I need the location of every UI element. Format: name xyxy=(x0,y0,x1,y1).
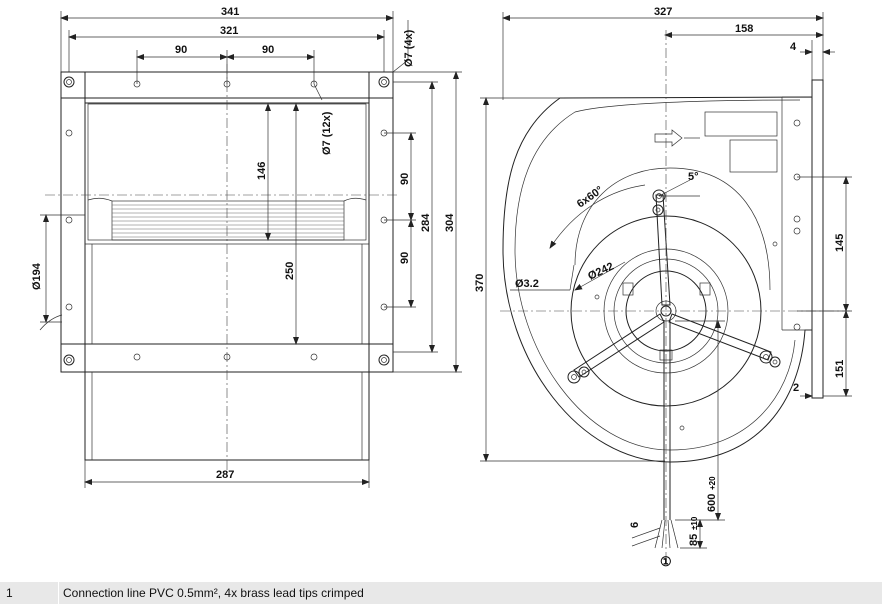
dim-flange-width: 321 xyxy=(220,25,238,37)
legend-row: 1 Connection line PVC 0.5mm², 4x brass l… xyxy=(0,582,882,604)
dim-spacing-right: 90 xyxy=(262,44,274,56)
dim-side-90-bottom: 90 xyxy=(399,252,411,264)
technical-drawing: 341 321 90 90 xyxy=(31,6,852,569)
legend-separator xyxy=(58,582,59,604)
dim-height-284: 284 xyxy=(420,213,432,232)
mount-holes xyxy=(63,76,390,366)
dim-height-250: 250 xyxy=(284,262,296,280)
callout-1: ① xyxy=(660,554,672,569)
legend-text: Connection line PVC 0.5mm², 4x brass lea… xyxy=(63,586,364,600)
dim-bottom-width: 287 xyxy=(216,469,234,481)
dim-lead-85-tol: ±10 xyxy=(690,516,699,530)
dim-corner-holes: Ø7 (4x) xyxy=(403,29,415,67)
dim-lead-6: 6 xyxy=(629,522,641,528)
dim-side-90-top: 90 xyxy=(399,173,411,185)
dim-gap-2: 2 xyxy=(793,382,799,394)
dim-height-145: 145 xyxy=(834,234,846,252)
dim-lead-600: 600 xyxy=(706,494,718,512)
dim-height-151: 151 xyxy=(834,360,846,378)
dim-height-370: 370 xyxy=(474,274,486,292)
dim-inlet-dia: Ø194 xyxy=(31,262,43,290)
dim-pcd-242: Ø242 xyxy=(586,260,615,282)
dim-height-304: 304 xyxy=(444,213,456,232)
dim-offset-158: 158 xyxy=(735,23,753,35)
dim-spacing-left: 90 xyxy=(175,44,187,56)
front-view: 341 321 90 90 xyxy=(31,6,462,488)
dim-side-width: 327 xyxy=(654,6,672,18)
dim-angle-5: 5° xyxy=(688,171,699,183)
dim-flange-4: 4 xyxy=(790,41,797,53)
dim-overall-width: 341 xyxy=(221,6,239,18)
dim-height-146: 146 xyxy=(256,162,268,180)
dim-mount-holes: Ø7 (12x) xyxy=(321,111,333,155)
side-view: 327 158 4 370 xyxy=(474,6,852,569)
dim-lead-85: 85 xyxy=(688,534,700,546)
legend-number: 1 xyxy=(6,586,13,600)
dim-hole-3-2: Ø3.2 xyxy=(515,278,539,290)
dim-lead-600-tol: +20 xyxy=(708,476,717,490)
